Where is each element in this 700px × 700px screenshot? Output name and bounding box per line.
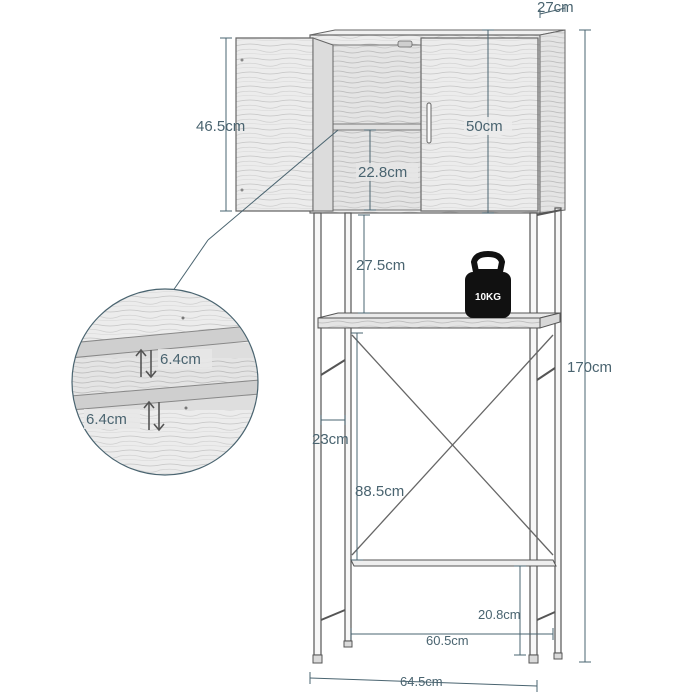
up-down-arrow-icon-lower bbox=[143, 400, 165, 432]
total-height-label: 170cm bbox=[567, 359, 612, 376]
inner-shelf-gap-label: 22.8cm bbox=[358, 164, 407, 181]
cabinet-top-panel bbox=[309, 29, 566, 36]
cabinet-side-panel bbox=[539, 29, 566, 214]
front-right-leg bbox=[529, 212, 538, 656]
inner-width-label: 60.5cm bbox=[426, 633, 469, 648]
weight-kettlebell-icon: 10KG bbox=[465, 250, 511, 318]
outer-width-label: 64.5cm bbox=[400, 674, 443, 689]
cabinet-door-handle bbox=[426, 102, 432, 144]
open-shelf-gap-label: 27.5cm bbox=[356, 257, 405, 274]
metal-frame bbox=[313, 207, 562, 656]
cabinet-inner-shelf bbox=[332, 123, 422, 131]
back-right-leg bbox=[554, 207, 562, 654]
door-height-label: 46.5cm bbox=[196, 118, 245, 135]
up-down-arrow-icon bbox=[135, 348, 157, 379]
clearance-height-label: 88.5cm bbox=[355, 483, 404, 500]
shelf-step-lower-label: 6.4cm bbox=[86, 411, 127, 428]
x-cross-brace bbox=[351, 334, 554, 556]
side-brace-label: 23cm bbox=[312, 431, 349, 448]
leveling-feet bbox=[312, 640, 563, 664]
middle-shelf bbox=[317, 312, 561, 329]
bottom-crossbar bbox=[350, 559, 557, 567]
cabinet-height-label: 50cm bbox=[466, 118, 503, 135]
zoom-detail-circle: 6.4cm 6.4cm bbox=[71, 288, 259, 476]
shelf-step-upper-label: 6.4cm bbox=[160, 351, 201, 368]
bottom-bar-height-label: 20.8cm bbox=[478, 607, 521, 622]
back-left-leg bbox=[344, 212, 352, 642]
dimension-labels: 27cm 46.5cm 50cm 22.8cm 27.5cm 170cm 23c… bbox=[196, 0, 612, 689]
cabinet-left-door-open bbox=[235, 37, 314, 212]
weight-label: 10KG bbox=[475, 292, 501, 303]
top-depth-label: 27cm bbox=[537, 0, 574, 16]
top-cabinet bbox=[235, 29, 566, 214]
cabinet-latch bbox=[397, 40, 413, 48]
